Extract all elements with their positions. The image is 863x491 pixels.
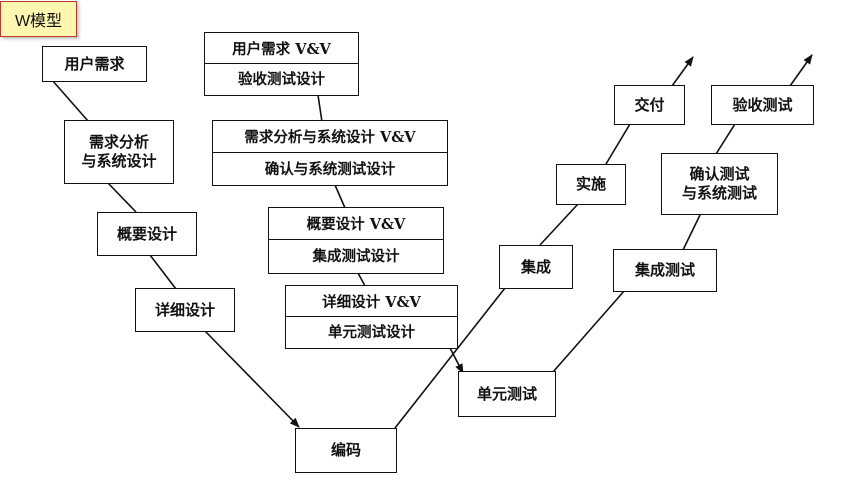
box-acceptance-test: 验收测试 [711,85,814,125]
unit-test-label: 单元测试 [476,384,537,403]
acceptance-test-label: 验收测试 [732,95,793,114]
stack-3-vv: 概要设计 V&V [306,216,406,233]
line-coding-to-integration [394,287,506,429]
arrow-detail-to-coding [204,330,300,428]
stack-4-vv: 详细设计 V&V [322,293,421,311]
stack-3-test-design: 集成测试设计 [269,239,443,271]
outline-design-label: 概要设计 [116,224,177,243]
stack-analysis-vv: 需求分析与系统设计 V&V 确认与系统测试设计 [212,120,448,186]
box-requirements-analysis: 需求分析 与系统设计 [64,120,174,184]
stack-4-test-design: 单元测试设计 [286,316,457,346]
line-req-to-analysis [51,79,89,122]
line-validation-to-acceptance-test [715,123,736,155]
line-implementation-to-delivery [605,123,631,165]
requirements-analysis-line-2: 与系统设计 [81,152,157,170]
arrow-stack-4-to-unit-test [449,347,464,374]
stack-1-test-design: 验收测试设计 [205,63,358,93]
line-analysis-to-outline [107,182,137,213]
stack-detail-vv: 详细设计 V&V 单元测试设计 [285,285,458,349]
box-integration-test: 集成测试 [613,249,717,292]
stack-user-requirements-vv: 用户需求 V&V 验收测试设计 [204,32,359,96]
box-outline-design: 概要设计 [97,212,197,256]
arrow-acceptance-up [789,54,813,87]
validation-test-line-2: 与系统测试 [681,184,757,202]
line-stack-1-to-2 [317,94,323,123]
diagram-title-tag: W模型 [0,1,77,37]
box-coding: 编码 [295,428,397,473]
box-user-requirements: 用户需求 [42,46,147,82]
box-implementation: 实施 [556,164,626,205]
line-integration-to-validation-test [682,214,701,251]
validation-test-line-1: 确认测试 [689,164,750,183]
stack-2-vv: 需求分析与系统设计 V&V [244,129,416,146]
delivery-label: 交付 [634,95,665,114]
stack-2-test-design: 确认与系统测试设计 [213,152,447,183]
stack-1-vv: 用户需求 V&V [232,40,331,58]
box-validation-test: 确认测试 与系统测试 [661,153,778,215]
box-unit-test: 单元测试 [458,371,556,417]
line-stack-3-to-4 [357,272,366,287]
line-stack-2-to-3 [334,184,346,209]
box-integration: 集成 [499,245,573,289]
line-outline-to-detail [149,254,177,290]
coding-label: 编码 [330,441,361,460]
arrow-delivery-up [671,56,694,87]
detailed-design-label: 详细设计 [154,300,215,319]
implementation-label: 实施 [575,175,606,194]
line-integration-to-implementation [539,203,579,246]
stack-outline-vv: 概要设计 V&V 集成测试设计 [268,207,444,274]
requirements-analysis-line-1: 需求分析 [88,132,149,151]
line-unit-to-integration-test [552,289,626,373]
integration-test-label: 集成测试 [634,261,695,280]
integration-label: 集成 [520,257,551,276]
user-requirements-label: 用户需求 [64,54,125,73]
diagram-title: W模型 [14,13,63,30]
box-detailed-design: 详细设计 [135,288,235,332]
box-delivery: 交付 [614,85,685,125]
